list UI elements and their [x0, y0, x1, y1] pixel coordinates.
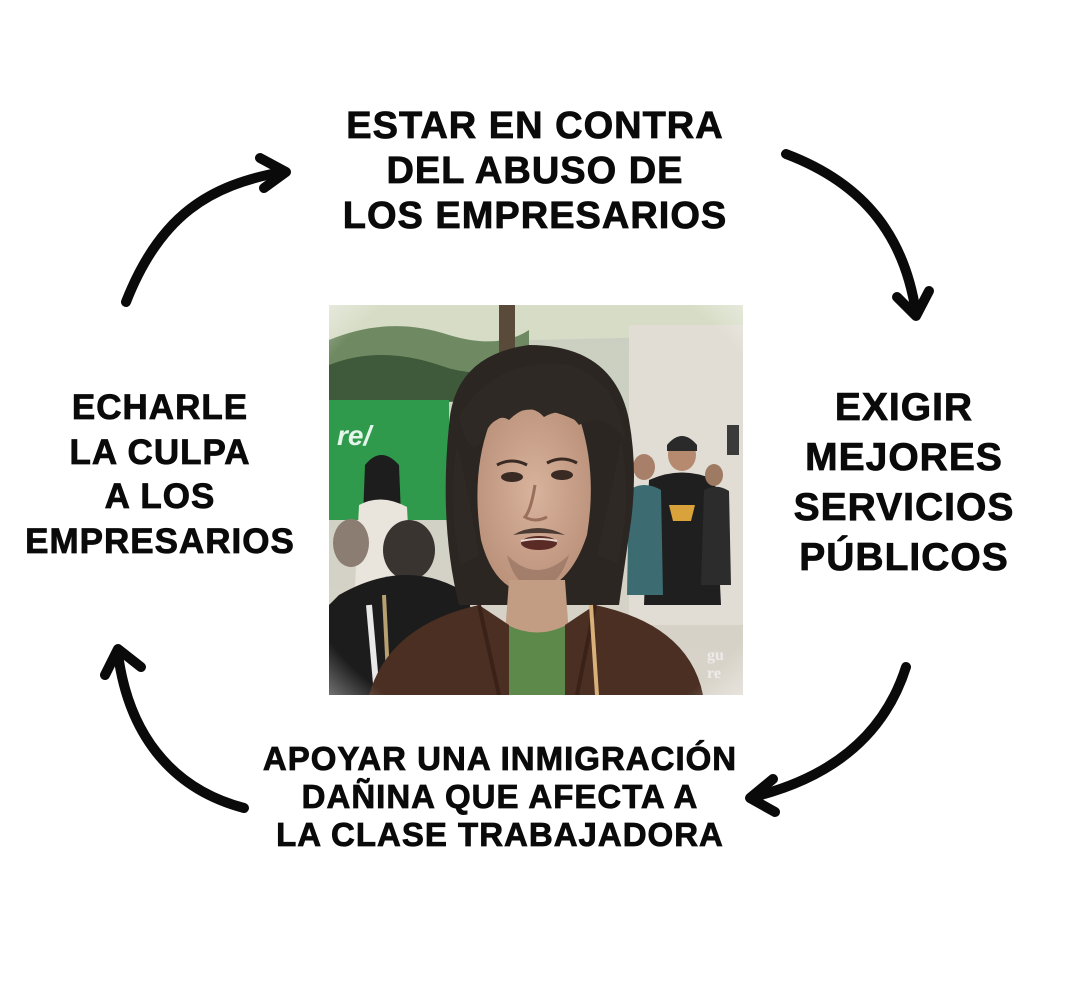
cycle-step-bottom-line: APOYAR UNA INMIGRACIÓN [262, 740, 738, 778]
cycle-step-top-line: LOS EMPRESARIOS [342, 195, 728, 238]
arrow-bottom-left [100, 644, 249, 813]
cycle-step-bottom-line: LA CLASE TRABAJADORA [276, 816, 724, 854]
arrow-bottom-right [745, 662, 911, 817]
cycle-step-right-line: EXIGIR [834, 386, 974, 430]
cycle-step-right: EXIGIR MEJORES SERVICIOS PÚBLICOS [756, 383, 1052, 583]
young-man-long-hair-photo: re/ [329, 305, 743, 695]
cycle-step-top-line: ESTAR EN CONTRA [346, 105, 724, 148]
center-photo: re/ [329, 305, 743, 695]
cycle-step-left-line: ECHARLE [71, 388, 249, 428]
cycle-step-left-line: A LOS [104, 477, 216, 517]
cycle-step-bottom: APOYAR UNA INMIGRACIÓN DAÑINA QUE AFECTA… [212, 740, 788, 854]
arrow-top-right [781, 149, 934, 321]
cycle-step-right-line: SERVICIOS [793, 486, 1015, 530]
cycle-step-left: ECHARLE LA CULPA A LOS EMPRESARIOS [4, 386, 316, 564]
cycle-step-top: ESTAR EN CONTRA DEL ABUSO DE LOS EMPRESA… [300, 104, 770, 239]
arrow-top-left [121, 153, 291, 307]
cycle-step-left-line: LA CULPA [69, 432, 251, 472]
cycle-step-right-line: MEJORES [805, 436, 1003, 480]
cycle-step-left-line: EMPRESARIOS [25, 521, 295, 561]
cycle-step-top-line: DEL ABUSO DE [386, 150, 684, 193]
cycle-step-right-line: PÚBLICOS [799, 536, 1009, 580]
cycle-step-bottom-line: DAÑINA QUE AFECTA A [301, 778, 699, 816]
